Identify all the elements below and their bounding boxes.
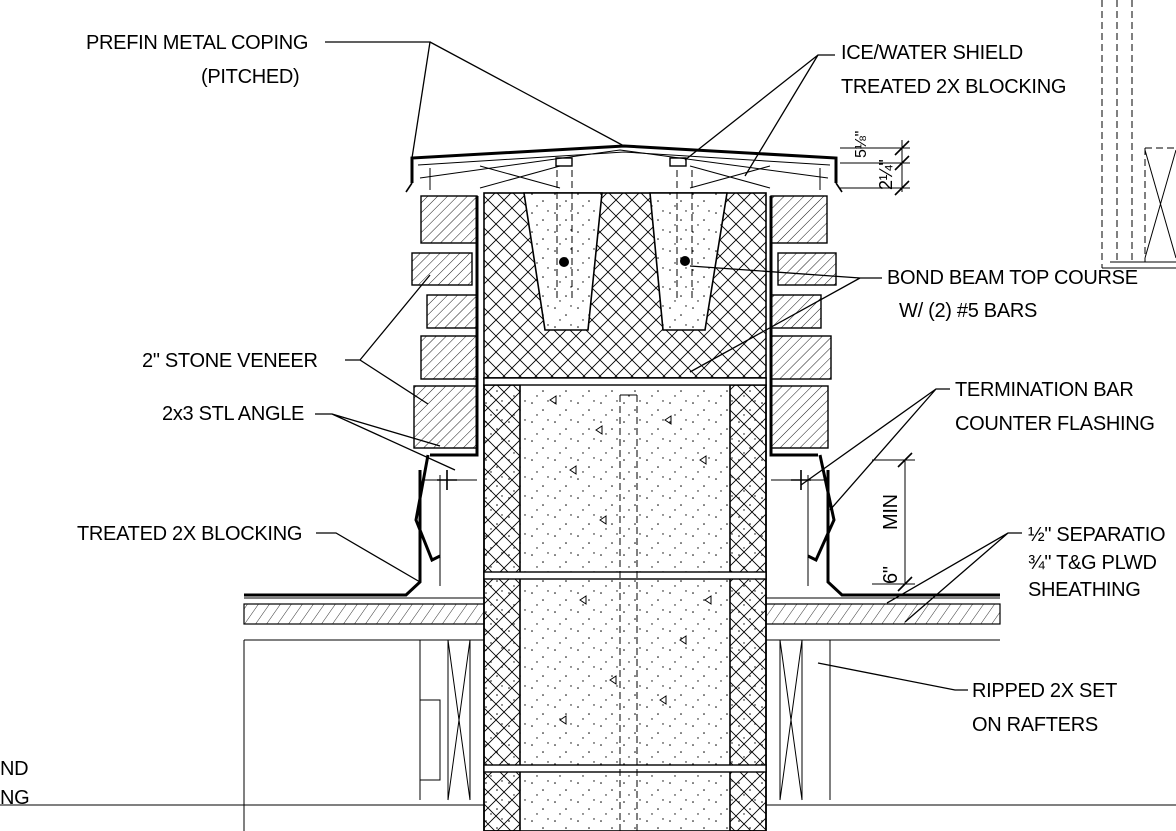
masonry-flue <box>483 377 767 831</box>
label-bond-1: BOND BEAM TOP COURSE <box>887 267 1138 289</box>
label-coping-2: (PITCHED) <box>201 66 299 88</box>
rebar-dot <box>559 257 569 267</box>
rebar-dot <box>680 256 690 266</box>
flashing <box>244 454 1000 597</box>
stone-veneer-right <box>769 195 837 457</box>
stone-veneer-left <box>411 195 479 457</box>
label-ripped-2: ON RAFTERS <box>972 714 1098 736</box>
dim-6: 6" <box>880 566 902 584</box>
dim-5-8: 5⅛" <box>853 131 870 158</box>
label-ice-2: TREATED 2X BLOCKING <box>841 76 1066 98</box>
label-term-1: TERMINATION BAR <box>955 379 1133 401</box>
bond-beam <box>483 170 767 379</box>
dim-min: MIN <box>880 494 902 530</box>
label-coping-1: PREFIN METAL COPING <box>86 32 308 54</box>
roof-deck <box>0 597 1176 831</box>
label-stone: 2" STONE VENEER <box>142 350 318 372</box>
label-bond-2: W/ (2) #5 BARS <box>899 300 1037 322</box>
label-cut-1: ND <box>0 758 28 780</box>
dimension-6-min: 6" MIN <box>872 452 915 592</box>
leader-lines <box>315 41 1022 691</box>
label-angle: 2x3 STL ANGLE <box>162 403 304 425</box>
right-elevation-fragment <box>1101 0 1176 269</box>
dim-2-1-4: 2¼" <box>876 159 896 190</box>
label-ripped-1: RIPPED 2X SET <box>972 680 1117 702</box>
metal-coping <box>405 144 843 193</box>
label-sep-3: SHEATHING <box>1028 579 1141 601</box>
label-term-2: COUNTER FLASHING <box>955 413 1155 435</box>
label-sep-1: ½" SEPARATIO <box>1028 524 1165 546</box>
label-ice-1: ICE/WATER SHIELD <box>841 42 1023 64</box>
dimension-coping: 5⅛" 2¼" <box>840 131 910 196</box>
label-sep-2: ¾" T&G PLWD <box>1028 552 1157 574</box>
label-blocking: TREATED 2X BLOCKING <box>77 523 302 545</box>
label-cut-2: NG <box>0 787 29 809</box>
